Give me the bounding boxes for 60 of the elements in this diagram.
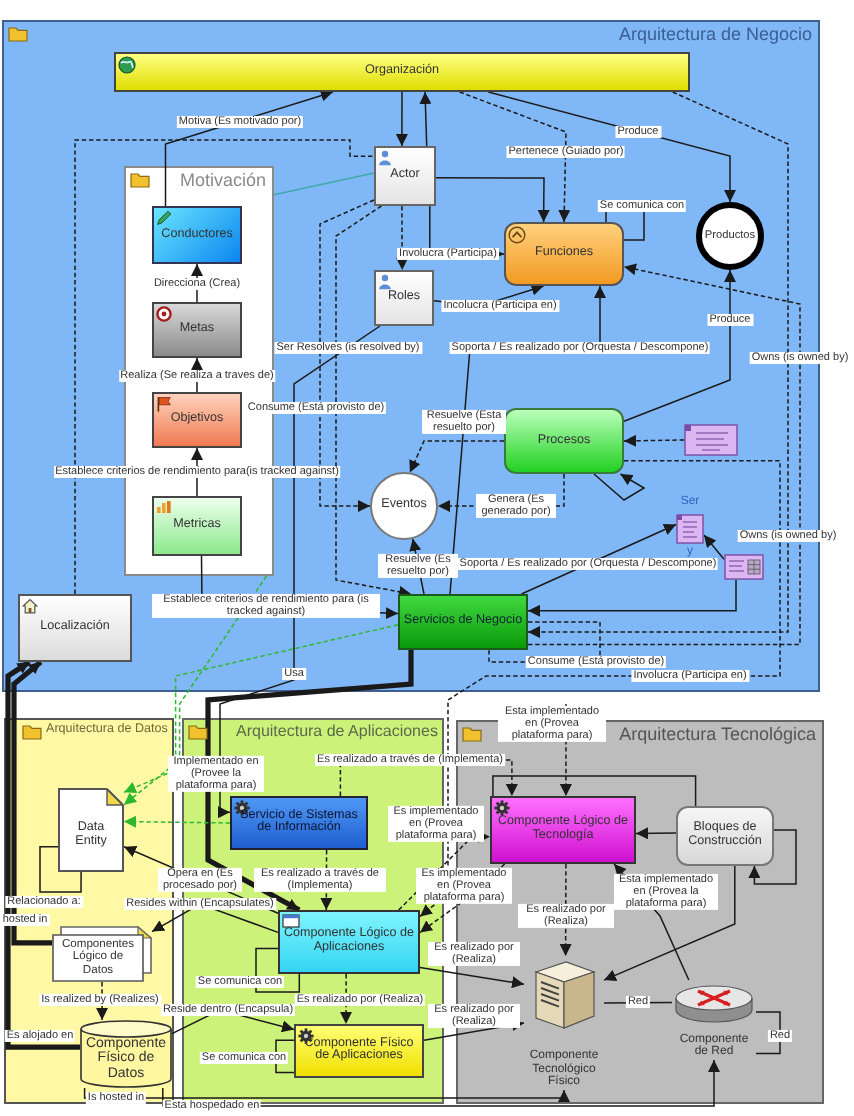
dashed-arrow — [396, 205, 409, 271]
dashed-connector-line — [74, 139, 375, 595]
dashed-arrow — [340, 973, 353, 1025]
dashed-arrow — [527, 91, 789, 639]
element-box — [398, 594, 528, 650]
arrow — [395, 91, 408, 147]
dashed-arrow — [319, 199, 375, 512]
rounded-box — [504, 222, 624, 286]
arrow — [748, 829, 797, 885]
element-box — [18, 594, 132, 662]
arrow — [703, 534, 725, 560]
element-box — [294, 1024, 424, 1078]
cylinder-shape — [80, 1020, 172, 1088]
connector-line — [273, 172, 375, 196]
arrow — [603, 865, 736, 981]
dashed-arrow — [397, 830, 491, 911]
panel-title: Motivación — [179, 170, 266, 191]
arrow — [527, 579, 737, 617]
dashed-arrow — [527, 263, 801, 646]
connector-line — [755, 1011, 781, 1055]
arrow — [487, 91, 736, 203]
panel-title: Arquitectura de Aplicaciones — [236, 722, 438, 741]
dashed-arrow — [96, 981, 109, 1021]
panel-title: Arquitectura Tecnológica — [619, 724, 816, 745]
dashed-arrow — [123, 624, 399, 793]
dashed-arrow — [458, 91, 571, 223]
connector-line — [255, 947, 301, 993]
element-box — [230, 796, 368, 850]
element-box — [278, 910, 420, 974]
arrow — [435, 177, 550, 223]
element-box — [374, 146, 436, 206]
dashed-arrow — [409, 440, 505, 474]
arrow — [593, 473, 646, 501]
stacked-documents-shape — [52, 926, 152, 982]
dashed-arrow — [623, 434, 685, 447]
dashed-arrow — [123, 575, 268, 806]
circle-node — [370, 472, 438, 540]
dashed-arrow — [335, 205, 412, 598]
connector-line — [39, 846, 82, 893]
dashed-arrow — [123, 815, 231, 828]
arrow — [419, 91, 432, 147]
thick-arrow — [205, 650, 414, 913]
connector-line — [492, 775, 697, 807]
element-box — [152, 206, 242, 264]
thick-arrow — [5, 659, 80, 1050]
panel-title: Arquitectura de Negocio — [618, 24, 812, 45]
rounded-box — [504, 408, 624, 474]
thick-arrow — [11, 660, 52, 946]
arrow — [623, 269, 736, 422]
element-box — [114, 52, 690, 92]
element-box — [152, 392, 242, 448]
element-box — [374, 270, 434, 326]
ring-node — [696, 202, 764, 270]
arrow — [635, 827, 677, 840]
arrow — [419, 966, 525, 989]
element-box — [152, 496, 242, 556]
document-shape — [58, 788, 124, 872]
element-box — [152, 302, 242, 358]
rounded-box — [676, 806, 774, 866]
element-box — [490, 796, 636, 864]
